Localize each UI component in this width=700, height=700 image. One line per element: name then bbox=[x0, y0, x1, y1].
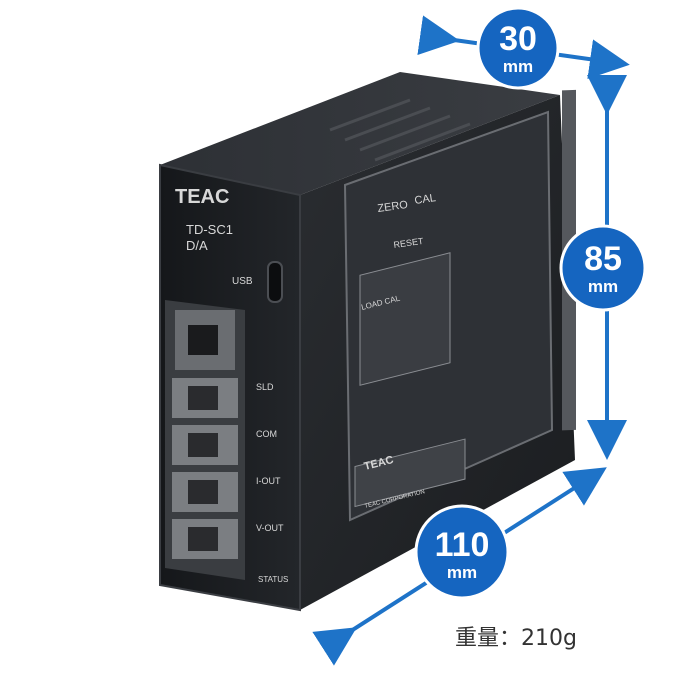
status-label: STATUS bbox=[258, 575, 288, 584]
spec-table bbox=[359, 252, 451, 386]
depth-badge: 30 mm bbox=[476, 6, 560, 90]
brand-logo: TEAC bbox=[175, 186, 229, 208]
height-unit: mm bbox=[588, 277, 618, 296]
width-value: 110 bbox=[435, 526, 490, 564]
terminal-label-vout: V-OUT bbox=[256, 523, 284, 533]
terminal-label-sld: SLD bbox=[256, 382, 274, 392]
depth-unit: mm bbox=[503, 57, 533, 76]
width-unit: mm bbox=[447, 563, 477, 582]
weight-label: 重量：210g bbox=[455, 626, 577, 651]
depth-value: 30 bbox=[499, 20, 537, 58]
usb-label: USB bbox=[232, 276, 253, 287]
variant-label: D/A bbox=[186, 238, 208, 253]
top-ribs bbox=[329, 98, 471, 162]
reset-label: RESET bbox=[393, 236, 425, 250]
terminal-label-com: COM bbox=[256, 429, 277, 439]
terminal-block bbox=[165, 300, 245, 580]
height-badge: 85 mm bbox=[559, 224, 647, 312]
width-badge: 110 mm bbox=[414, 504, 510, 600]
height-value: 85 bbox=[584, 240, 622, 278]
model-label: TD-SC1 bbox=[186, 222, 233, 237]
cal-label: CAL bbox=[414, 192, 437, 207]
terminal-label-iout: I-OUT bbox=[256, 476, 281, 486]
usb-port bbox=[267, 261, 283, 303]
zero-label: ZERO bbox=[377, 199, 409, 215]
